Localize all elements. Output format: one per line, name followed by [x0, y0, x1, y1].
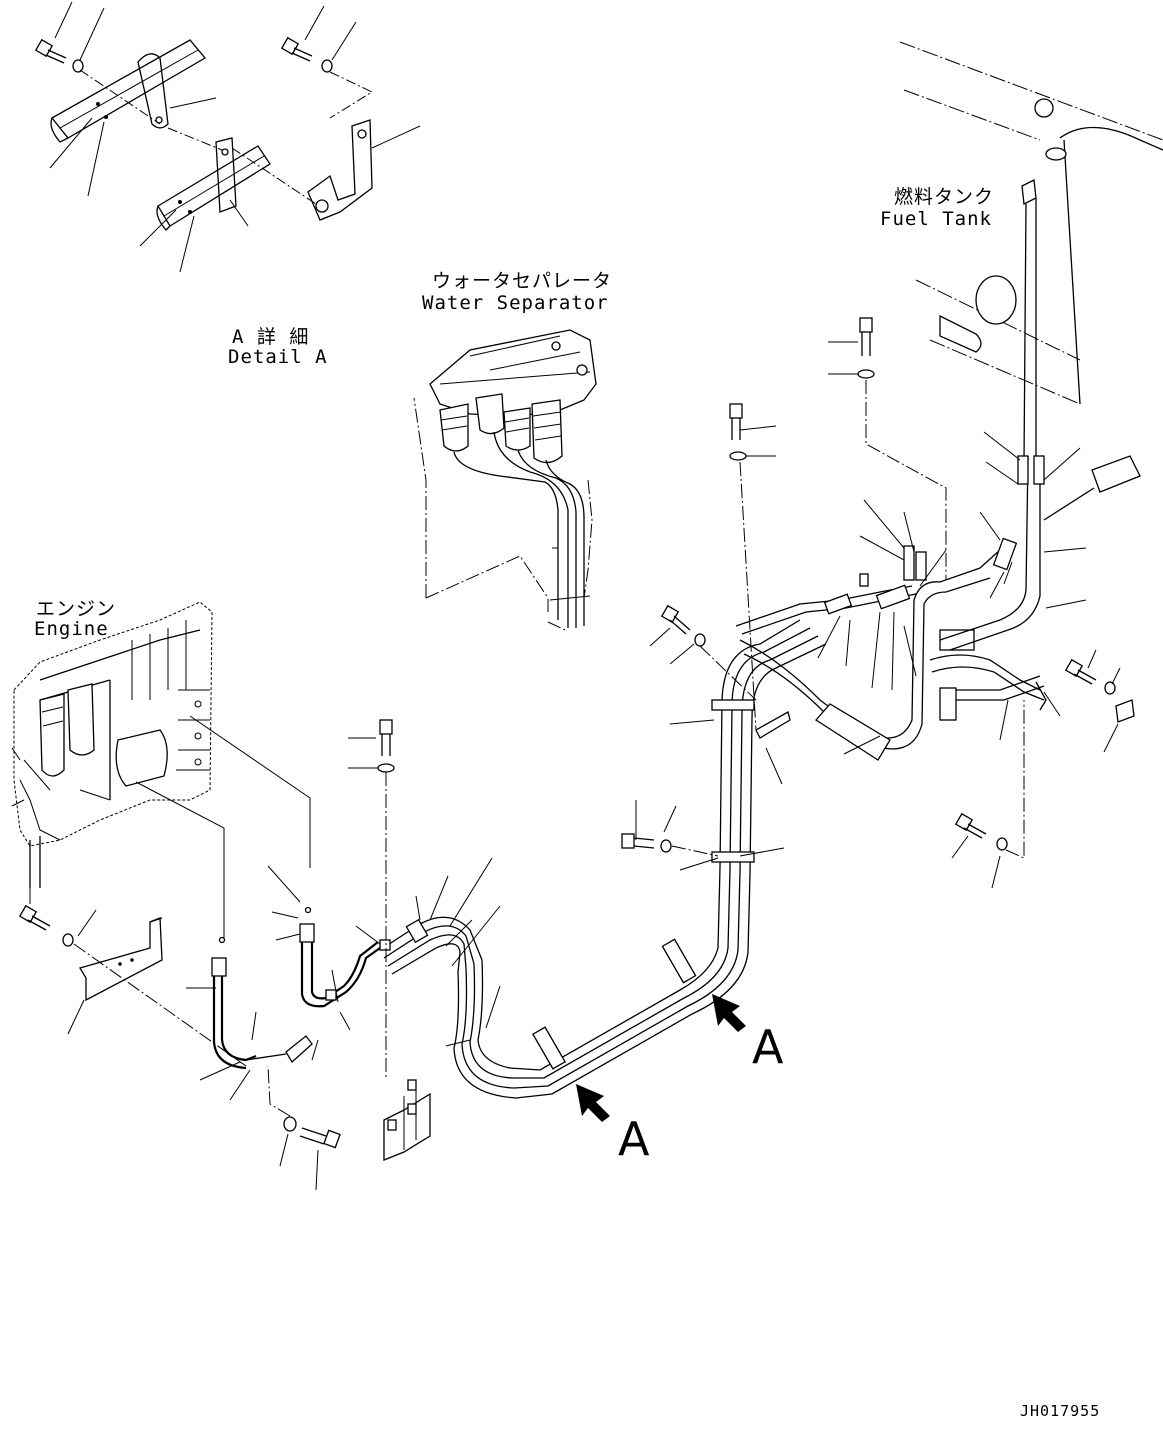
detail-a-label-jp: A 詳 細	[232, 326, 310, 348]
valve-block	[383, 1079, 431, 1161]
bolts-and-washers	[18, 317, 1116, 1149]
view-marker-a: A	[618, 1112, 650, 1166]
view-arrow-icon	[712, 994, 746, 1032]
fuel-tank-label-jp: 燃料タンク	[894, 186, 995, 208]
bolt-icon	[280, 36, 333, 73]
water-separator-label-jp: ウォータセパレータ	[432, 270, 613, 292]
engine-label-jp: エンジン	[36, 598, 117, 620]
engine-hoses	[211, 906, 381, 1070]
part-callout-leaders	[11, 341, 1121, 1191]
drawing-number: JH017955	[1020, 1402, 1101, 1420]
water-separator-illustration	[413, 329, 597, 631]
bolt-icon	[34, 38, 84, 73]
detail-a-label-en: Detail A	[228, 346, 328, 368]
fuel-tank-label-en: Fuel Tank	[880, 208, 992, 230]
view-arrow-icon	[576, 1084, 610, 1122]
fuel-tank-illustration	[899, 41, 1163, 461]
detail-a-illustration	[34, 1, 421, 273]
view-marker-a: A	[752, 1020, 784, 1074]
engine-bracket	[79, 917, 163, 1002]
main-pipe-bundle	[379, 455, 1141, 1099]
engine-label-en: Engine	[34, 618, 109, 640]
water-separator-label-en: Water Separator	[422, 292, 609, 314]
engine-illustration	[13, 601, 213, 888]
